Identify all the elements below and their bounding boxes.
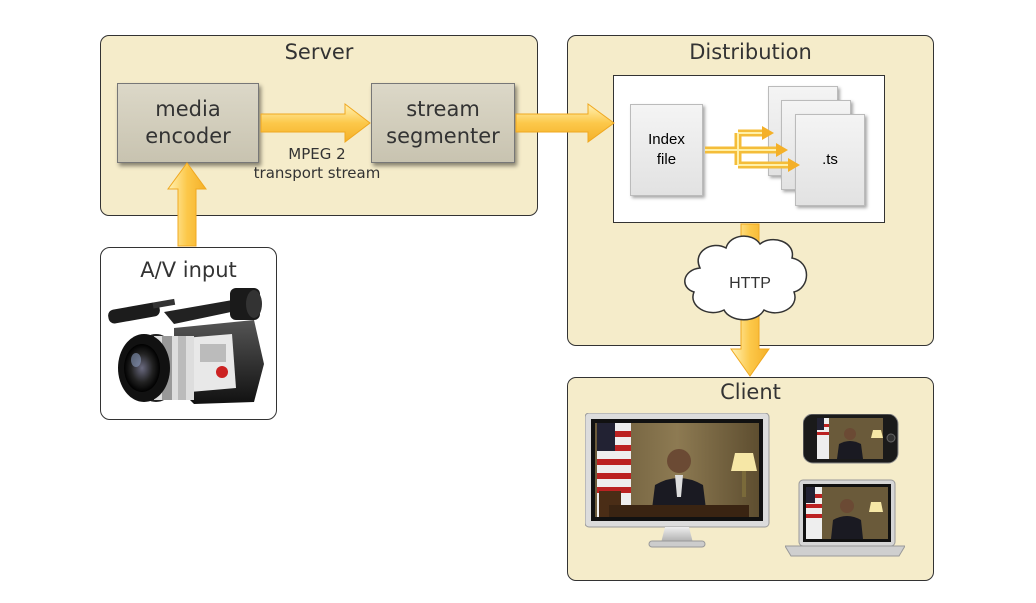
desktop-monitor-icon [585,413,770,548]
segmenter-to-distribution-arrow [515,103,615,143]
laptop-icon [785,479,905,557]
http-label: HTTP [729,275,771,292]
server-title: Server [284,40,354,64]
client-title: Client [720,380,781,404]
input-to-encoder-arrow [167,162,207,247]
http-cloud-icon [684,235,808,321]
media-encoder-box: media encoder [117,83,259,163]
av-input-panel: A/V input [100,247,277,420]
ts-segment-doc-front: .ts [795,114,865,206]
distribution-title: Distribution [689,40,812,64]
stream-segmenter-box: stream segmenter [371,83,515,163]
transport-stream-label: MPEG 2 transport stream [253,145,381,182]
encoder-to-segmenter-arrow [260,102,371,144]
index-file-doc: Index file [630,104,703,196]
video-camera-icon [108,288,264,404]
av-input-title: A/V input [140,258,237,282]
phone-icon [803,414,899,464]
index-to-ts-arrows [705,126,800,172]
